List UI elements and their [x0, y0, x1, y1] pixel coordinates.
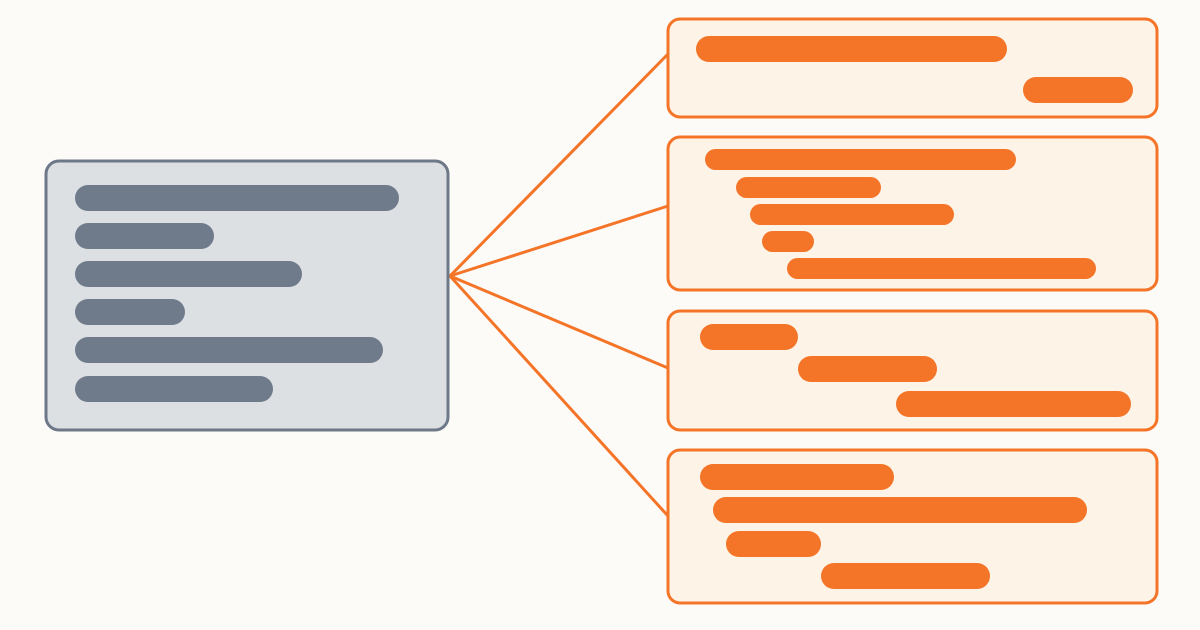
target-text-bar [787, 258, 1096, 279]
target-card-1 [666, 17, 1159, 119]
target-text-bar [713, 497, 1087, 523]
target-text-bar [798, 356, 937, 382]
target-card-4 [666, 448, 1159, 605]
source-text-bar [75, 261, 302, 287]
target-text-bar [896, 391, 1131, 417]
source-card [44, 159, 450, 432]
source-text-bar [75, 223, 214, 249]
target-text-bar [705, 149, 1016, 170]
target-text-bar [821, 563, 990, 589]
connector-to-target-4 [448, 274, 670, 518]
target-card-3 [666, 309, 1159, 432]
target-text-bar [700, 324, 798, 350]
target-text-bar [750, 204, 954, 225]
target-text-bar [696, 36, 1007, 62]
source-text-bar [75, 299, 185, 325]
connector-to-target-2 [448, 204, 670, 278]
target-text-bar [726, 531, 821, 557]
source-text-bar [75, 185, 399, 211]
source-text-bar [75, 337, 383, 363]
target-text-bar [762, 231, 814, 252]
target-text-bar [1023, 77, 1133, 103]
target-card-2 [666, 135, 1159, 292]
connector-to-target-3 [448, 274, 670, 370]
target-text-bar [736, 177, 881, 198]
target-text-bar [700, 464, 894, 490]
connectors [448, 52, 670, 518]
connector-to-target-1 [448, 52, 670, 278]
source-text-bar [75, 376, 273, 402]
